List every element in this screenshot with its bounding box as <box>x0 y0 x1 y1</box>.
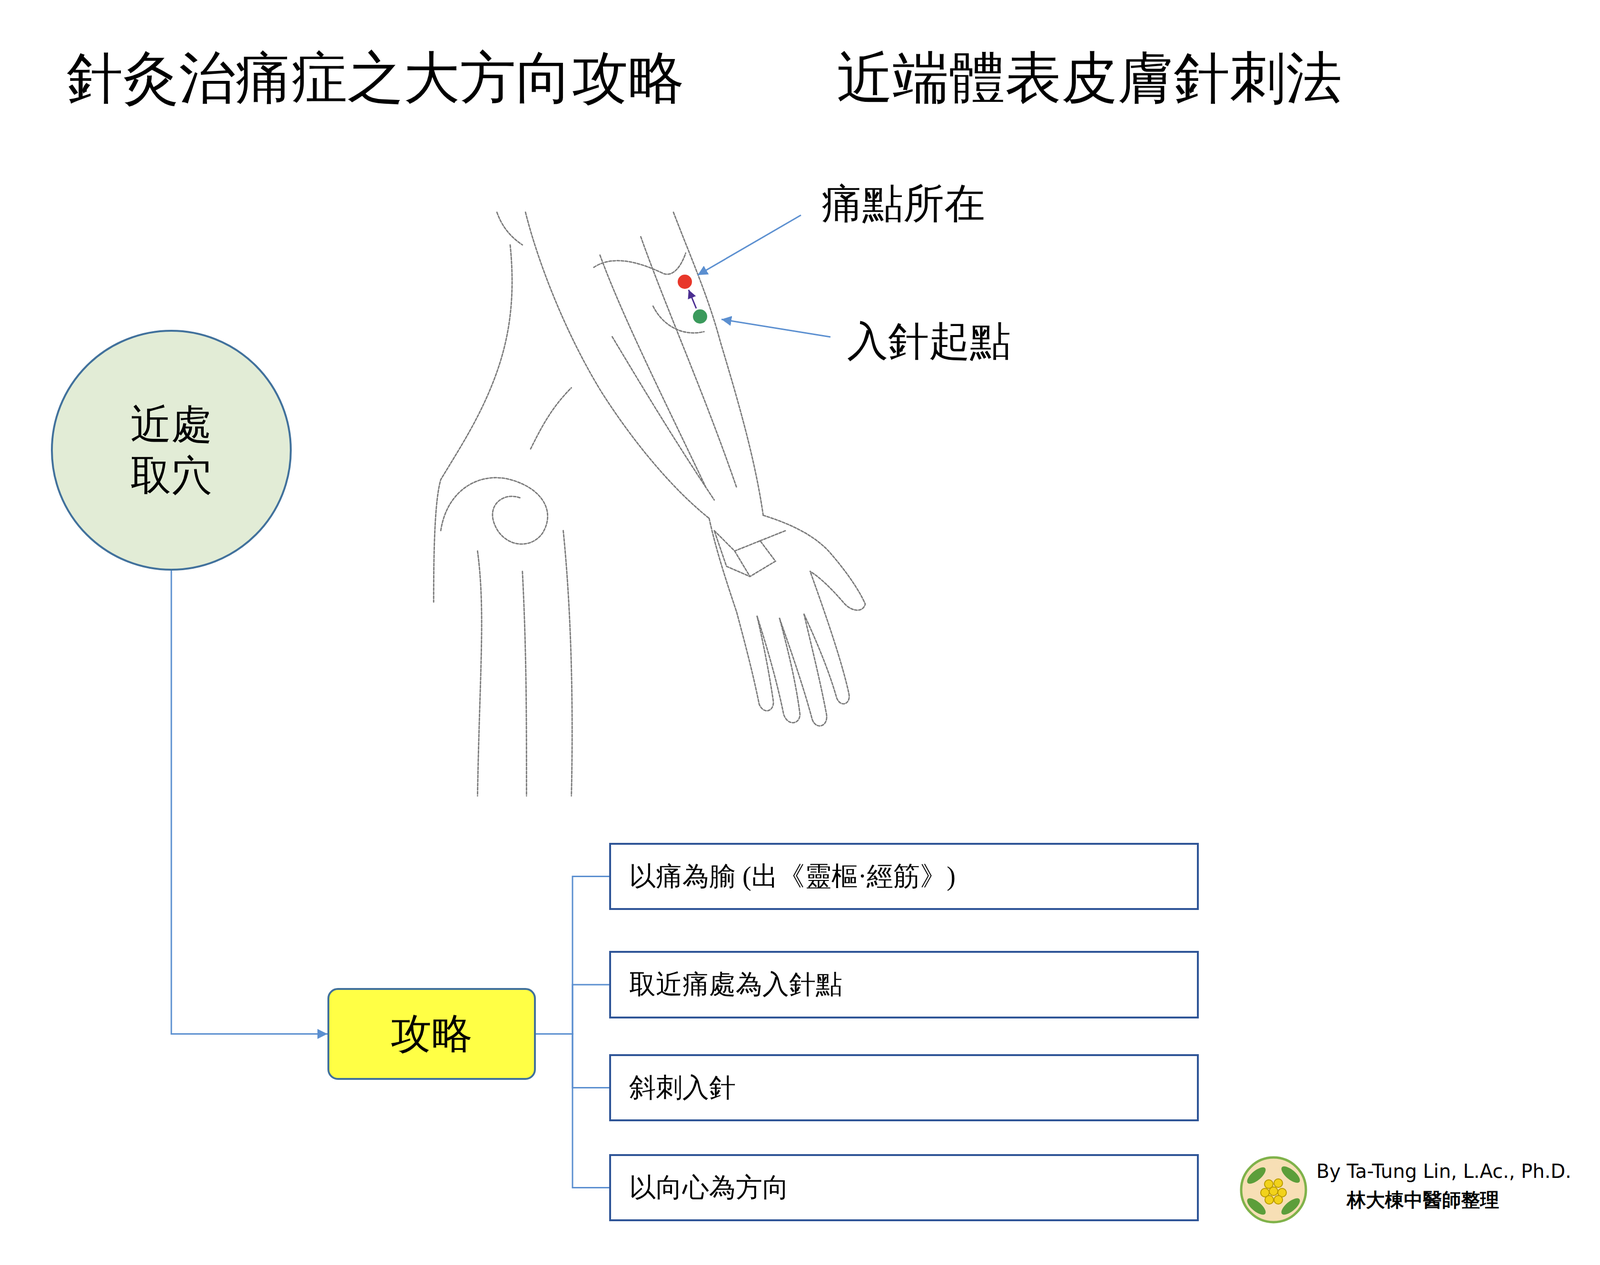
finger <box>779 614 827 727</box>
point-box: 以向心為方向 <box>609 1154 1199 1222</box>
page-title: 針灸治痛症之大方向攻略 <box>66 44 685 113</box>
logo-flower <box>1274 1195 1283 1205</box>
body-outline <box>433 212 523 603</box>
needle-start-dot <box>692 309 708 324</box>
node-text: 斜刺入針 <box>629 1071 736 1104</box>
muscle-lines <box>600 236 737 500</box>
point-box: 取近痛處為入針點 <box>609 950 1199 1019</box>
logo-disc <box>1241 1157 1306 1223</box>
logo-flower <box>1269 1186 1278 1196</box>
finger <box>803 571 850 704</box>
finger <box>757 616 800 723</box>
credit-line: By Ta-Tung Lin, L.Ac., Ph.D. <box>1316 1159 1572 1183</box>
humerus-head <box>440 477 548 544</box>
pain-point-dot <box>677 274 692 289</box>
node-text: 攻略 <box>390 1009 473 1059</box>
logo-flower <box>1264 1195 1274 1205</box>
point-box: 以痛為腧 (出《靈樞·經筋》) <box>609 842 1199 910</box>
topic-circle: 近處 取穴 <box>50 329 292 571</box>
leader-line <box>697 215 801 276</box>
subtitle: 近端體表皮膚針刺法 <box>836 44 1343 113</box>
vein-lines <box>593 253 705 334</box>
callout-label: 入針起點 <box>847 316 1011 366</box>
leader-line <box>721 319 831 337</box>
logo-icon <box>1241 1157 1306 1223</box>
connector <box>171 570 328 1035</box>
node-text: 近處 取穴 <box>124 399 219 502</box>
node-text: 取近痛處為入針點 <box>629 968 843 1001</box>
forearm-edge <box>673 212 764 516</box>
point-box: 斜刺入針 <box>609 1054 1199 1122</box>
forearm-edge <box>525 212 710 519</box>
vein-line <box>530 387 572 450</box>
upper-arm-lines <box>477 530 573 796</box>
credit-line: 林大棟中醫師整理 <box>1346 1188 1500 1212</box>
connector <box>535 876 610 1035</box>
arm-drawing <box>433 212 866 796</box>
node-text: 以向心為方向 <box>629 1171 790 1204</box>
logo-flower <box>1274 1178 1283 1188</box>
circle-shape <box>51 330 291 570</box>
connector <box>535 984 610 1035</box>
carpal-network <box>714 530 786 577</box>
hand-outline <box>709 515 866 613</box>
strategy-box: 攻略 <box>327 987 536 1080</box>
finger <box>736 612 774 711</box>
needle-direction-arrow <box>688 289 697 309</box>
callout-label: 痛點所在 <box>821 179 986 229</box>
logo-flowers <box>1260 1178 1287 1205</box>
node-text: 以痛為腧 (出《靈樞·經筋》) <box>629 860 956 893</box>
connector <box>535 1034 610 1188</box>
circle-outline <box>50 329 292 571</box>
